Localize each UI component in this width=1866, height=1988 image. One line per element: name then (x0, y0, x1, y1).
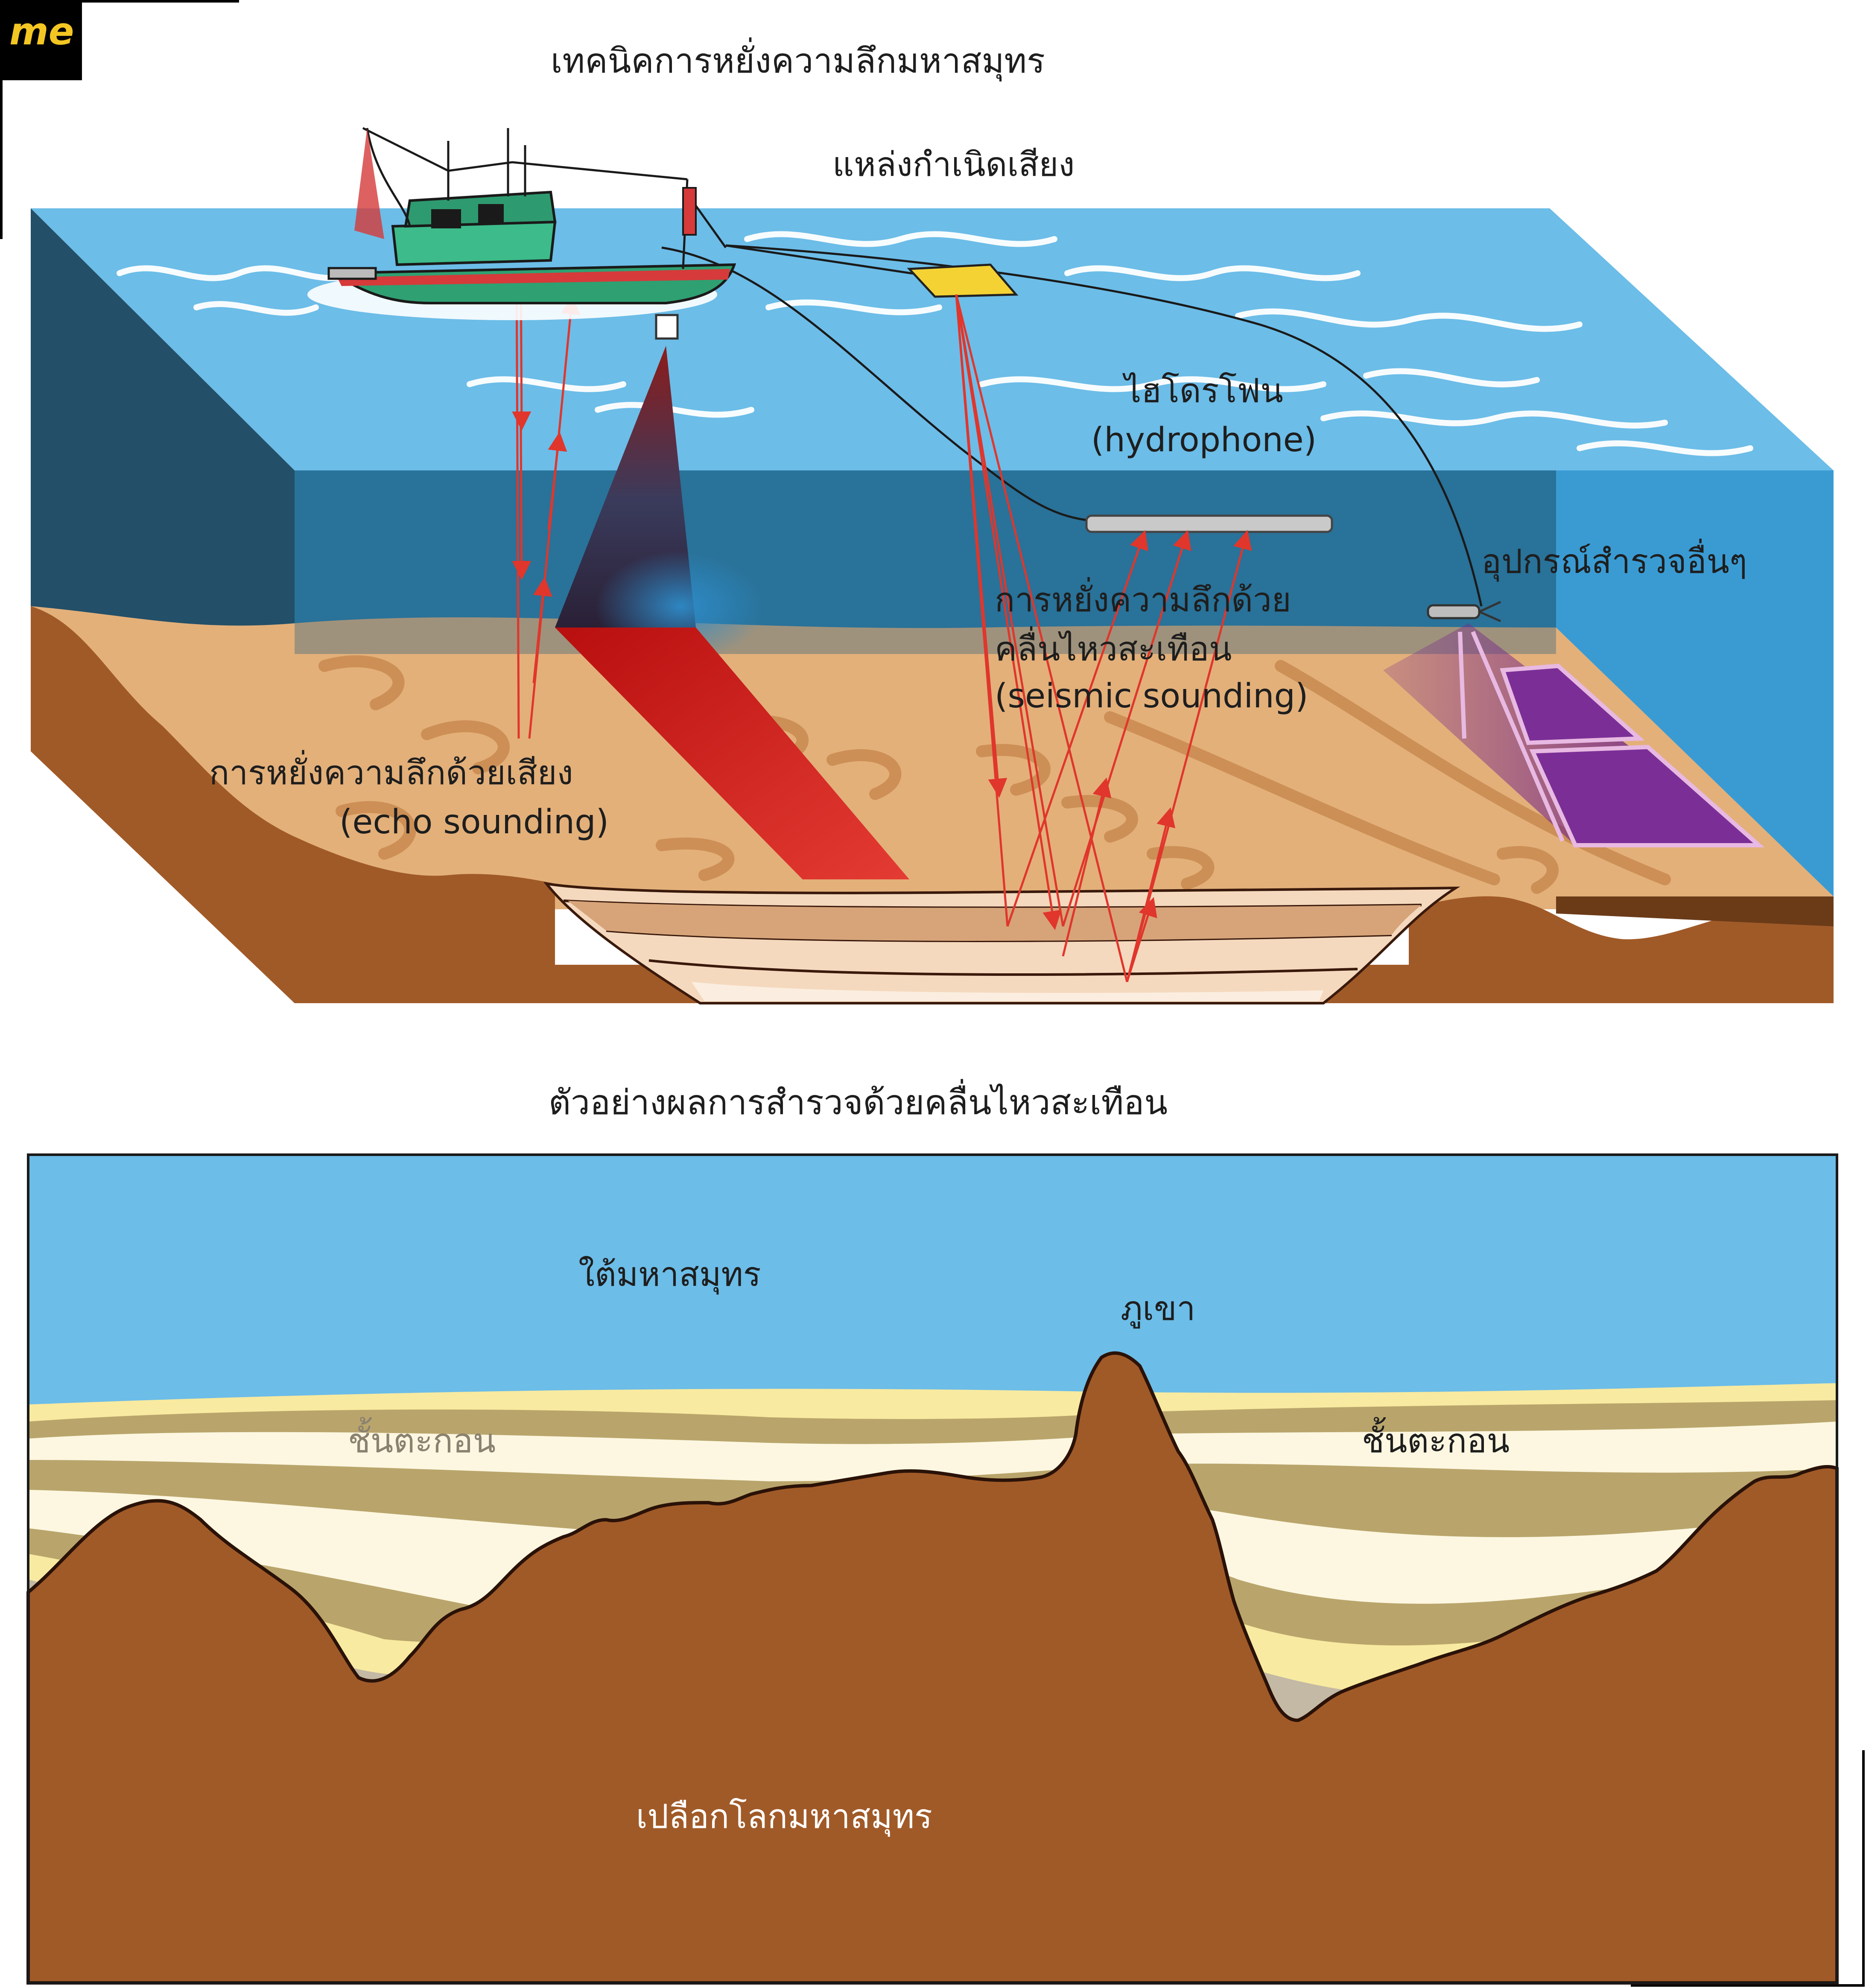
crust-left (31, 606, 295, 1003)
seismic-label-th-2: คลื่นไหวสะเทือน (995, 630, 1232, 669)
cross-section (26, 1153, 1839, 1985)
crust-label: เปลือกโลกมหาสมุทร (636, 1798, 932, 1836)
sediment-right-label: ชั้นตะกอน (1362, 1422, 1510, 1460)
sea-surface (31, 208, 1834, 470)
echo-label-en: (echo sounding) (339, 803, 609, 841)
hydrophone-label-en: (hydrophone) (1091, 421, 1317, 459)
echo-swath (555, 628, 909, 879)
surface-waves (117, 231, 1753, 456)
sediment-basin (543, 882, 1460, 1004)
bottom-title: ตัวอย่างผลการสำรวจด้วยคลื่นไหวสะเทือน (549, 1083, 1168, 1122)
section-border (27, 1153, 1838, 1984)
survey-boat (307, 127, 736, 320)
hydrophone-label-th: ไฮโดรโฟน (1124, 372, 1283, 410)
streamer-cable (661, 246, 1093, 522)
echo-rays (512, 273, 580, 739)
seismic-label-th-1: การหยั่งความลึกด้วย (995, 581, 1291, 619)
seismic-label-en: (seismic sounding) (995, 677, 1308, 715)
crust-front (295, 837, 555, 1003)
water-overlay (295, 470, 1556, 654)
brand-logo-text: me (9, 9, 74, 53)
sound-source-label: แหล่งกำเนิดเสียง (832, 146, 1075, 184)
sediment-left-label: ชั้นตะกอน (348, 1422, 496, 1460)
auv (1427, 601, 1501, 622)
oceanic-crust (26, 1351, 1839, 1985)
seabed-texture (318, 655, 1671, 894)
transducer-box (655, 314, 679, 340)
other-equipment-label: อุปกรณ์สำรวจอื่นๆ (1481, 543, 1747, 581)
seismic-rays (955, 294, 1252, 982)
survey-grid (1458, 631, 1765, 847)
mountain-label: ภูเขา (1121, 1290, 1196, 1328)
crust-right-edge (1556, 896, 1834, 926)
tow-cable-2 (725, 244, 940, 279)
hydrophone-streamer (1085, 514, 1333, 533)
ocean-block (31, 127, 1834, 1004)
under-sea-label: ใต้มหาสมุทร (578, 1255, 761, 1294)
tow-cable-1 (725, 244, 1483, 607)
echo-label-th: การหยั่งความลึกด้วยเสียง (209, 754, 573, 792)
top-title: เทคนิคการหยั่งความลึกมหาสมุทร (551, 41, 1045, 81)
sound-source-float (907, 263, 1019, 298)
brand-logo: me (0, 0, 82, 80)
